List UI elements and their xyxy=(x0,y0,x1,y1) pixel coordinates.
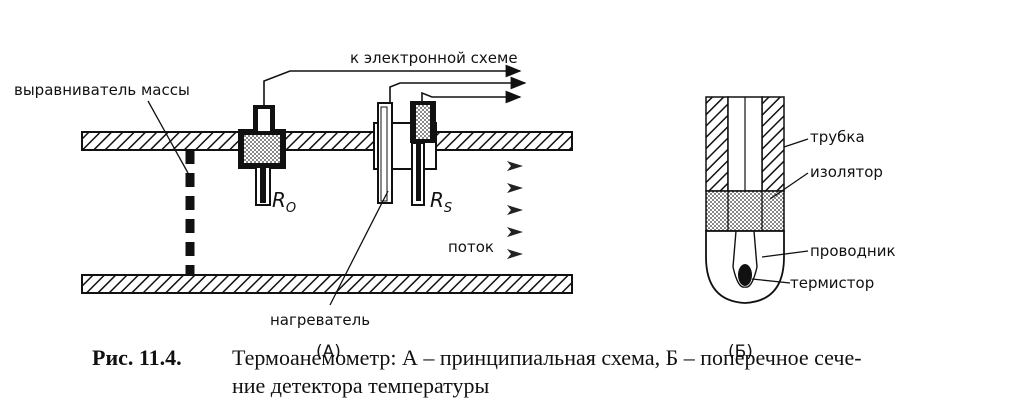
pipe-top-wall xyxy=(81,131,573,151)
caption-text: Термоанемометр: А – принципиальная схема… xyxy=(232,344,992,400)
label-tube: трубка xyxy=(810,128,865,146)
r0-sensor xyxy=(238,64,522,206)
caption-number: Рис. 11.4. xyxy=(92,345,182,370)
label-heater: нагреватель xyxy=(270,311,370,329)
label-r0: RO xyxy=(272,188,296,216)
tube-wall-left xyxy=(705,96,729,192)
pipe-bottom-wall xyxy=(81,274,573,294)
heater-leader xyxy=(329,190,389,306)
diagram-b: трубка изолятор проводник термистор (Б) xyxy=(705,96,896,362)
label-flow: поток xyxy=(448,238,494,256)
flow-arrows xyxy=(507,161,523,259)
panel-label-b: (Б) xyxy=(728,342,753,362)
panel-label-a: (А) xyxy=(316,342,341,362)
tube-wall-right xyxy=(761,96,785,192)
label-rs: RS xyxy=(430,188,452,216)
conductor-wires xyxy=(732,230,758,288)
caption-line-2: ние детектора температуры xyxy=(232,373,490,398)
label-thermistor: термистор xyxy=(790,274,874,292)
label-electronic-scheme: к электронной схеме xyxy=(350,49,518,67)
caption-line-1: Термоанемометр: А – принципиальная схема… xyxy=(232,345,862,370)
figure-caption: Рис. 11.4. Термоанемометр: А – принципиа… xyxy=(0,330,1010,408)
label-insulator: изолятор xyxy=(810,163,883,181)
diagram-a: к электронной схеме выравниватель массы … xyxy=(14,49,573,362)
mass-equalizer-leader xyxy=(147,100,189,174)
label-mass-equalizer: выравниватель массы xyxy=(14,81,190,99)
thermistor-bead xyxy=(738,264,752,286)
rs-sensor xyxy=(373,76,527,206)
label-conductor: проводник xyxy=(810,242,896,260)
